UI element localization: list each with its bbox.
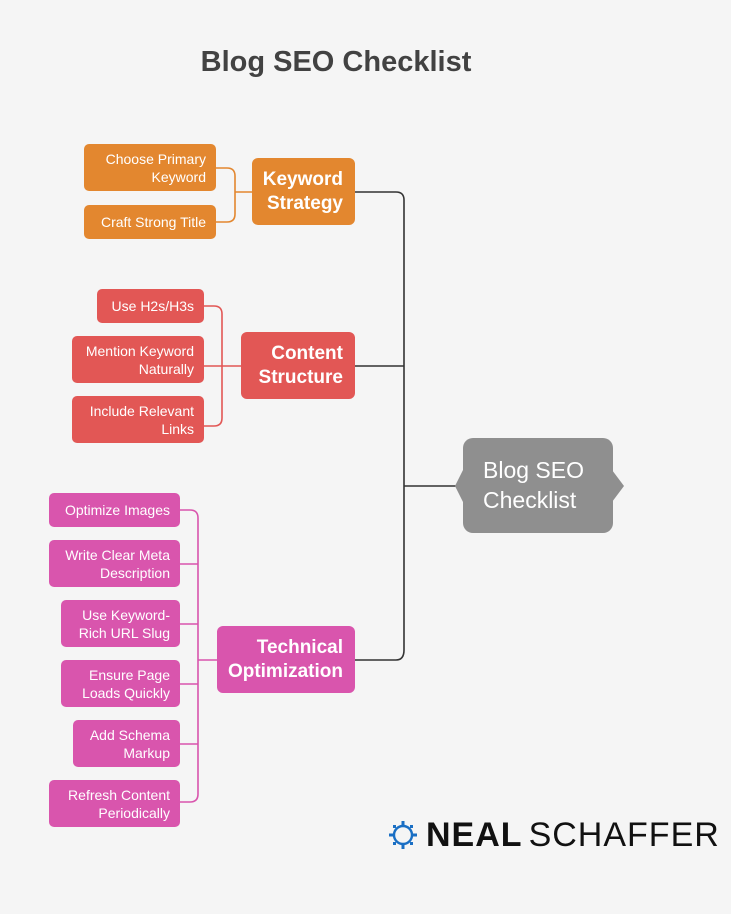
logo-first-word: NEAL: [426, 815, 523, 854]
leaf-use-keyword-rich-url-slug: Use Keyword-Rich URL Slug: [61, 600, 180, 647]
leaf-craft-strong-title: Craft Strong Title: [84, 205, 216, 239]
leaf-optimize-images: Optimize Images: [49, 493, 180, 527]
page-title: Blog SEO Checklist: [200, 46, 472, 78]
leaf-use-h2s-h3s: Use H2s/H3s: [97, 289, 204, 323]
brand-logo: NEAL SCHAFFER: [388, 815, 720, 855]
circuit-chip-icon: [389, 821, 417, 849]
logo-last-word: SCHAFFER: [528, 815, 720, 854]
